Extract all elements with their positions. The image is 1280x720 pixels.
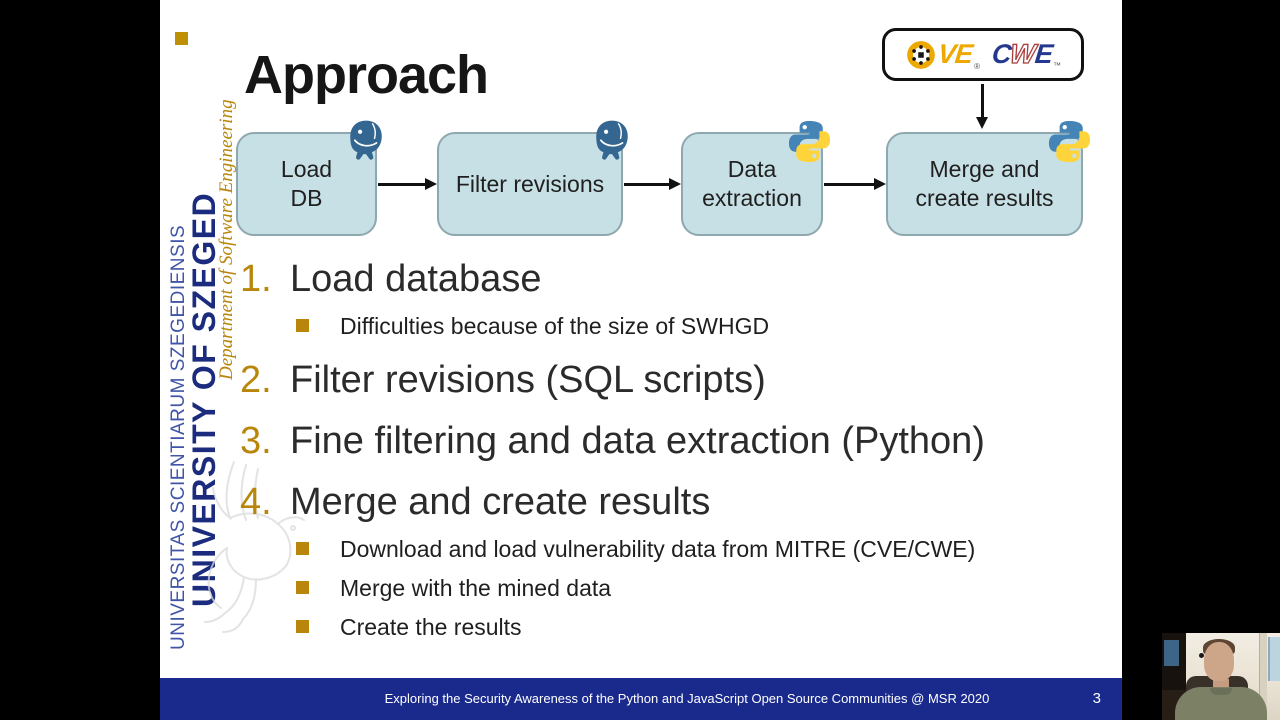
registered-mark: ®	[974, 61, 980, 71]
list-item-1: 1. Load database	[240, 256, 541, 302]
microphone-dot	[1199, 653, 1204, 658]
list-label: Filter revisions (SQL scripts)	[290, 359, 766, 401]
list-label: Merge and create results	[290, 481, 711, 523]
bullet-square-icon	[296, 542, 309, 555]
list-item-4: 4. Merge and create results	[240, 479, 710, 525]
bullet-square-icon	[296, 319, 309, 332]
cve-reel-icon	[907, 40, 935, 69]
page-number: 3	[1092, 690, 1101, 707]
shirt-collar	[1210, 688, 1232, 695]
trademark-mark: ™	[1052, 61, 1061, 70]
list-subitem: Download and load vulnerability data fro…	[296, 533, 975, 565]
list-number: 4.	[240, 481, 272, 523]
list-item-3: 3. Fine filtering and data extraction (P…	[240, 418, 985, 464]
webcam-overlay	[1162, 633, 1280, 720]
presentation-slide: UNIVERSITAS SCIENTIARUM SZEGEDIENSIS UNI…	[160, 0, 1122, 720]
bullet-square-icon	[296, 581, 309, 594]
bullet-square-icon	[296, 620, 309, 633]
list-subitem: Create the results	[296, 611, 522, 643]
slide-title: Approach	[244, 45, 489, 105]
flow-box-data-extraction: Data extraction	[681, 120, 831, 236]
cwe-letter: E	[1033, 39, 1054, 69]
slide-accent-square	[175, 32, 188, 45]
room-blue-object	[1164, 640, 1179, 666]
flow-box-filter-revisions: Filter revisions	[437, 120, 628, 236]
sidebar-department-name: Department of Software Engineering	[216, 99, 237, 380]
window-strip	[1268, 637, 1280, 681]
python-icon	[788, 120, 831, 163]
cve-cwe-badge: VE ® C W E ™	[882, 28, 1084, 81]
flow-arrow-right	[378, 178, 437, 190]
cve-logo: VE ®	[905, 39, 980, 71]
subitem-label: Create the results	[340, 614, 522, 640]
subitem-label: Merge with the mined data	[340, 575, 612, 601]
door-frame	[1259, 633, 1267, 720]
list-number: 2.	[240, 359, 272, 401]
list-number: 1.	[240, 258, 272, 300]
flow-arrow-right	[624, 178, 681, 190]
flow-box-load-db: Load DB	[236, 120, 382, 236]
flow-box-label: Load DB	[280, 156, 333, 211]
list-subitem: Merge with the mined data	[296, 572, 611, 604]
list-number: 3.	[240, 420, 272, 462]
flow-box-merge-create-results: Merge and create results	[886, 120, 1091, 236]
presenter-neck	[1213, 679, 1229, 690]
flow-box-label: Merge and create results	[915, 156, 1054, 211]
flow-arrow-down	[976, 84, 988, 129]
slide-footer: Exploring the Security Awareness of the …	[160, 678, 1122, 720]
list-item-2: 2. Filter revisions (SQL scripts)	[240, 357, 766, 403]
cve-logo-text: VE	[936, 39, 974, 69]
flow-box-label: Filter revisions	[455, 170, 605, 197]
postgresql-icon	[596, 120, 628, 160]
list-label: Fine filtering and data extraction (Pyth…	[290, 420, 985, 462]
subitem-label: Download and load vulnerability data fro…	[340, 536, 976, 562]
python-icon	[1048, 120, 1091, 163]
list-label: Load database	[290, 258, 542, 300]
presenter-face	[1204, 642, 1234, 681]
flow-box-label: Data extraction	[702, 156, 802, 211]
cwe-letter: W	[1008, 38, 1037, 69]
postgresql-icon	[350, 120, 382, 160]
list-subitem: Difficulties because of the size of SWHG…	[296, 310, 769, 342]
footer-title: Exploring the Security Awareness of the …	[384, 691, 990, 706]
subitem-label: Difficulties because of the size of SWHG…	[340, 313, 770, 339]
griffin-watermark-icon	[204, 461, 305, 633]
cwe-logo: C W E ™	[990, 38, 1061, 70]
flow-arrow-right	[824, 178, 886, 190]
